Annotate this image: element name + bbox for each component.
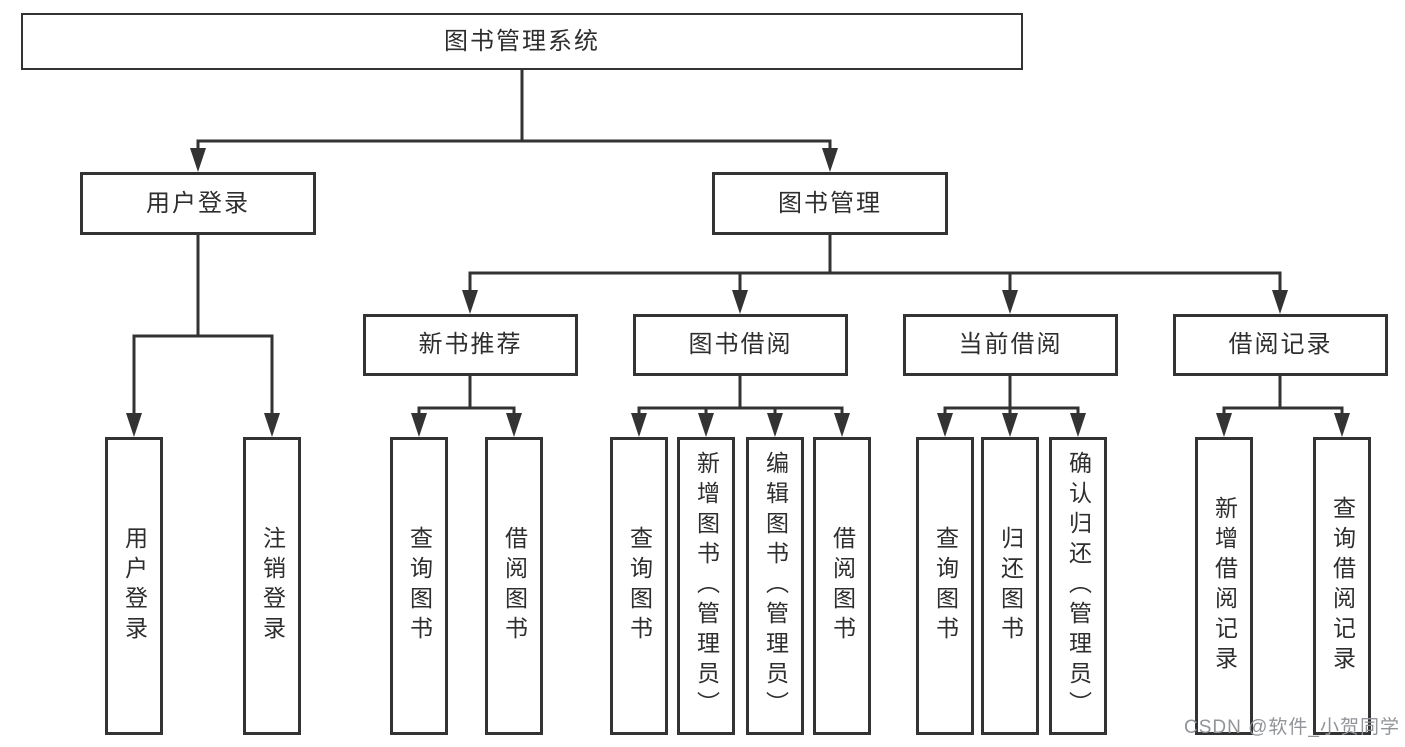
node-new-book-recommend: 新书推荐 xyxy=(363,314,578,376)
arrowhead-icon xyxy=(937,413,953,437)
node-leaf-logout: 注销登录 xyxy=(243,437,301,735)
arrowhead-icon xyxy=(1002,413,1018,437)
arrowhead-icon xyxy=(1216,413,1232,437)
node-leaf-add-borrow-record: 新增借阅记录 xyxy=(1195,437,1253,735)
arrowhead-icon xyxy=(411,413,427,437)
arrowhead-icon xyxy=(190,148,206,172)
arrowhead-icon xyxy=(462,290,478,314)
arrowhead-icon xyxy=(631,413,647,437)
node-leaf-confirm-return-admin: 确认归还（管理员） xyxy=(1049,437,1107,735)
arrowhead-icon xyxy=(732,290,748,314)
csdn-watermark: CSDN @软件_小贺同学 xyxy=(1184,717,1400,738)
arrowhead-icon xyxy=(698,413,714,437)
node-leaf-query-books-b: 查询图书 xyxy=(610,437,668,735)
node-leaf-query-borrow-record: 查询借阅记录 xyxy=(1313,437,1371,735)
arrowhead-icon xyxy=(506,413,522,437)
node-leaf-return-book: 归还图书 xyxy=(981,437,1039,735)
node-leaf-query-books-c: 查询图书 xyxy=(916,437,974,735)
node-leaf-query-books-a: 查询图书 xyxy=(390,437,448,735)
node-current-borrow: 当前借阅 xyxy=(903,314,1118,376)
node-leaf-borrow-books-b: 借阅图书 xyxy=(813,437,871,735)
arrowhead-icon xyxy=(126,413,142,437)
arrowhead-icon xyxy=(1002,290,1018,314)
node-book-borrow: 图书借阅 xyxy=(633,314,848,376)
node-leaf-add-book-admin: 新增图书（管理员） xyxy=(677,437,735,735)
arrowhead-icon xyxy=(822,148,838,172)
node-leaf-edit-book-admin: 编辑图书（管理员） xyxy=(746,437,804,735)
arrowhead-icon xyxy=(767,413,783,437)
node-user-login: 用户登录 xyxy=(80,172,316,235)
node-leaf-borrow-books-a: 借阅图书 xyxy=(485,437,543,735)
node-system-root: 图书管理系统 xyxy=(21,13,1023,70)
arrowhead-icon xyxy=(1334,413,1350,437)
arrowhead-icon xyxy=(834,413,850,437)
arrowhead-icon xyxy=(264,413,280,437)
node-leaf-user-login: 用户登录 xyxy=(105,437,163,735)
node-book-management: 图书管理 xyxy=(712,172,948,235)
arrowhead-icon xyxy=(1272,290,1288,314)
node-borrow-records: 借阅记录 xyxy=(1173,314,1388,376)
arrowhead-icon xyxy=(1070,413,1086,437)
